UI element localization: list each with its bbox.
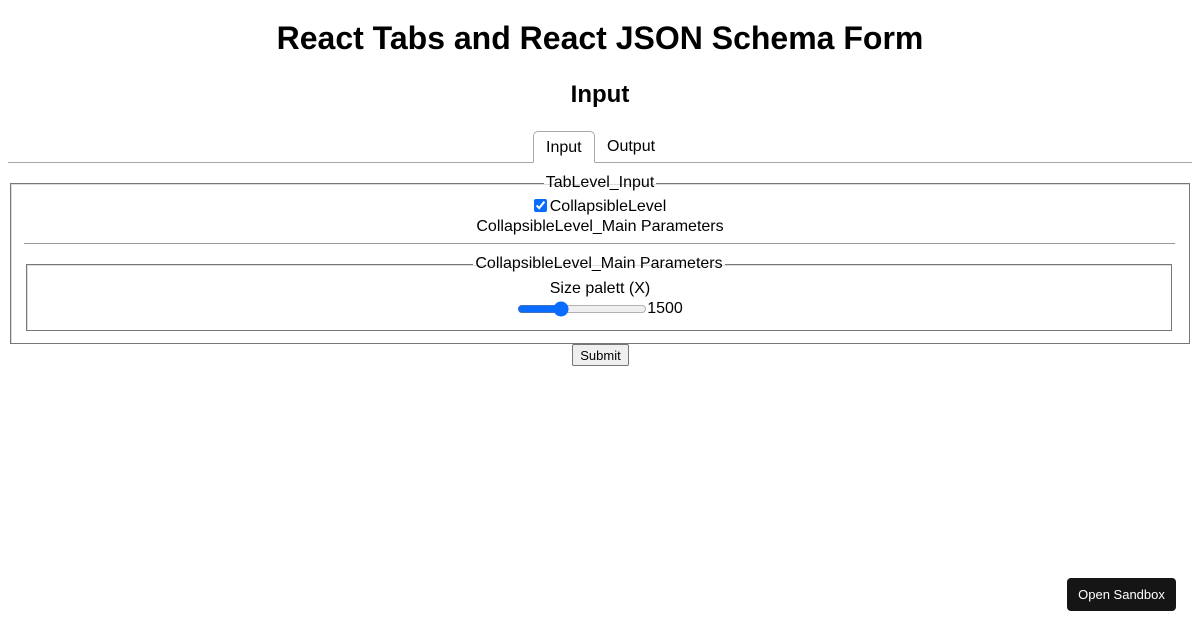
tablevel-input-fieldset: TabLevel_Input — [10, 174, 1190, 344]
open-sandbox-button[interactable]: Open Sandbox — [1067, 578, 1176, 611]
page-subtitle: Input — [570, 81, 630, 108]
tab-output[interactable]: Output — [607, 138, 656, 155]
tab-list: Input Output — [8, 131, 1192, 163]
divider — [24, 243, 1175, 244]
slider-value: 1500 — [647, 300, 683, 317]
slider-label: Size palett (X) — [549, 280, 651, 297]
submit-button[interactable]: Submit — [572, 344, 629, 366]
section-title: CollapsibleLevel_Main Parameters — [476, 218, 724, 235]
tab-input[interactable]: Input — [533, 131, 595, 163]
main-parameters-fieldset: CollapsibleLevel_Main Parameters — [26, 255, 1172, 331]
page-title: React Tabs and React JSON Schema Form — [276, 20, 924, 56]
checkbox-label: CollapsibleLevel — [549, 198, 667, 215]
outer-legend: TabLevel_Input — [545, 174, 655, 191]
slider-row: 1500 — [0, 300, 1200, 318]
size-slider[interactable] — [517, 301, 648, 317]
collapsible-checkbox-row: CollapsibleLevel — [0, 198, 1200, 216]
collapsible-checkbox[interactable] — [533, 199, 547, 212]
inner-legend: CollapsibleLevel_Main Parameters — [475, 255, 723, 272]
